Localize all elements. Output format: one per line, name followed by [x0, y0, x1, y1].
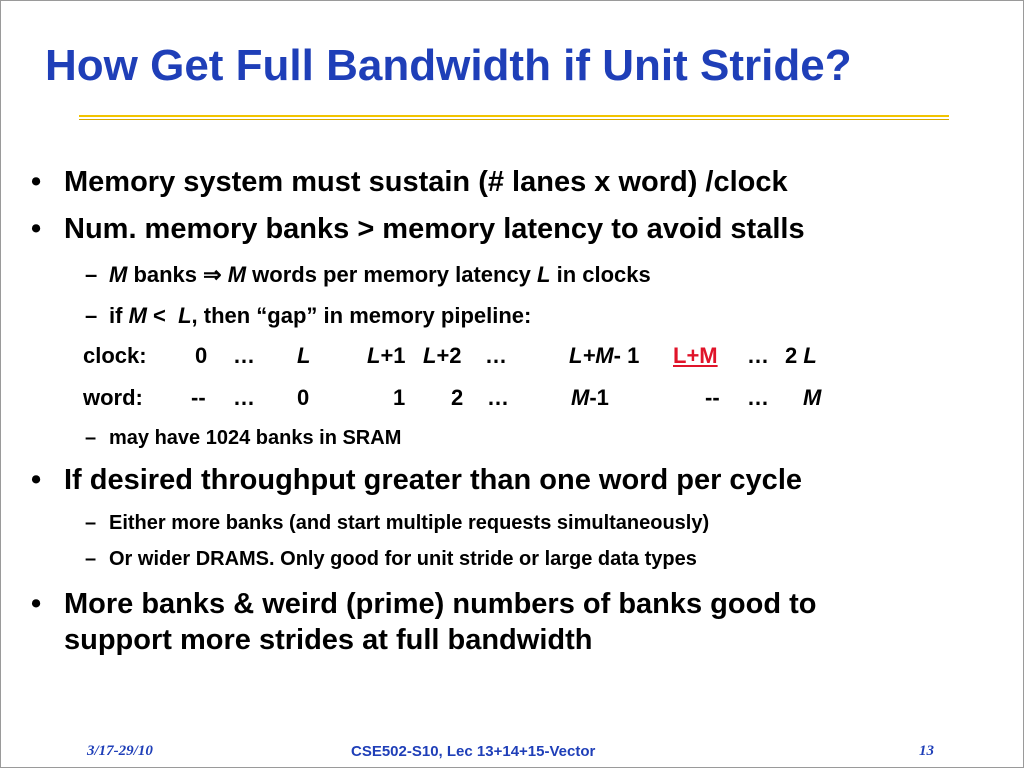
bullet-text: Memory system must sustain (# lanes x wo…: [64, 166, 788, 198]
sub-bullet-text: Or wider DRAMS. Only good for unit strid…: [109, 548, 697, 570]
bullet-text: More banks & weird (prime) numbers of ba…: [64, 588, 817, 620]
title-underline: [79, 115, 949, 120]
bullet-text: Num. memory banks > memory latency to av…: [64, 213, 805, 245]
bullet-text: support more strides at full bandwidth: [64, 624, 593, 656]
word-label: word:: [83, 385, 143, 410]
footer-date: 3/17-29/10: [87, 743, 153, 759]
slide-title: How Get Full Bandwidth if Unit Stride?: [45, 41, 852, 90]
sub-bullet-text: Either more banks (and start multiple re…: [109, 512, 710, 534]
bullet-marker: •: [31, 464, 42, 496]
sub-bullet-marker: –: [85, 512, 97, 534]
sub-bullet-marker: –: [85, 548, 97, 570]
sub-bullet-marker: –: [85, 303, 98, 328]
sub-bullet-text: M banks ⇒ M words per memory latency L i…: [109, 262, 651, 287]
sub-bullet-text: may have 1024 banks in SRAM: [109, 427, 402, 449]
footer-page-number: 13: [919, 743, 934, 759]
bullet-marker: •: [31, 588, 42, 620]
bullet-text: If desired throughput greater than one w…: [64, 464, 802, 496]
bullet-marker: •: [31, 166, 42, 198]
clock-label: clock:: [83, 343, 147, 368]
highlight-term: L+M: [673, 343, 718, 368]
sub-bullet-marker: –: [85, 262, 98, 287]
sub-bullet-text: if M < L, then “gap” in memory pipeline:: [109, 303, 532, 328]
bullet-marker: •: [31, 213, 42, 245]
sub-bullet-marker: –: [85, 427, 97, 449]
footer-course: CSE502-S10, Lec 13+14+15-Vector: [351, 743, 596, 760]
implies-arrow-icon: ⇒: [203, 262, 222, 287]
